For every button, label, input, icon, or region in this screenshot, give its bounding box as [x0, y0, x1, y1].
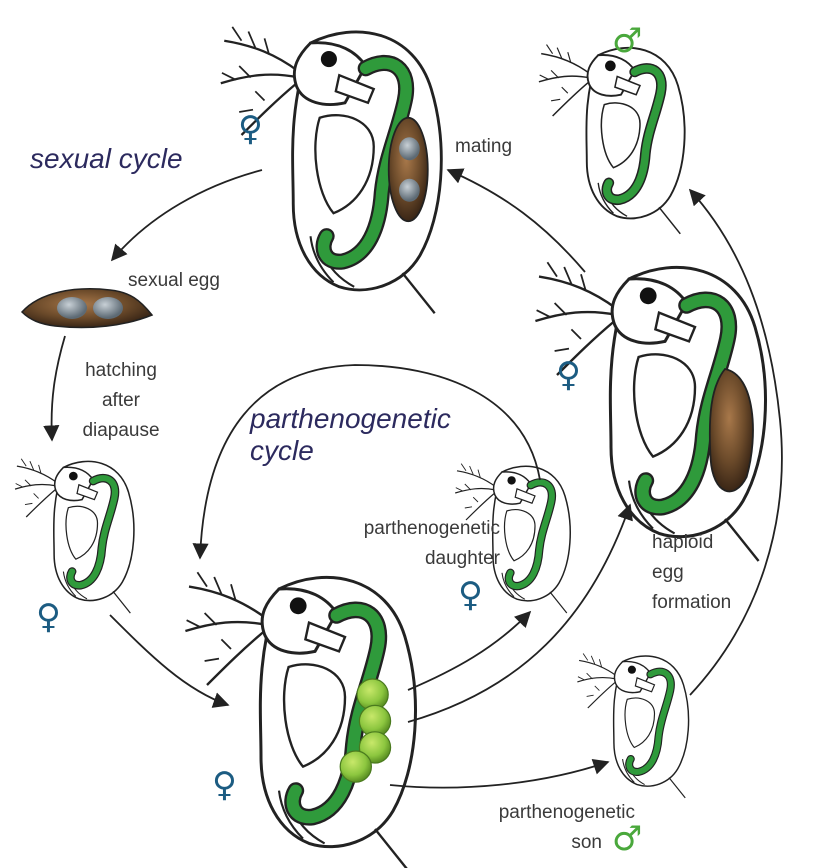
haploid-label-line3: formation — [652, 592, 732, 613]
parthenogenetic-son-daphnia — [577, 653, 688, 797]
hatched-female-daphnia — [15, 459, 134, 613]
arrow-to-son — [389, 758, 610, 789]
female-symbol-icon: ♀ — [458, 575, 483, 615]
arrow-parthenogenetic-loop — [192, 364, 541, 560]
female-symbol-icon: ♀ — [556, 355, 581, 395]
sexual-egg-ephippium — [20, 288, 154, 329]
parthenogenetic-cycle-title-line2: cycle — [250, 435, 314, 466]
female-symbol-icon: ♀ — [36, 597, 61, 637]
male-daphnia-top — [539, 45, 685, 234]
mating-label: mating — [455, 136, 513, 157]
sexual-cycle-title: sexual cycle — [30, 143, 183, 174]
son-label-line2: son — [571, 832, 602, 853]
male-symbol-icon: ♂ — [612, 819, 643, 859]
arrow-to-parthenogenetic-female — [109, 614, 230, 708]
hatching-label-line1: hatching — [85, 360, 157, 381]
arrow-to-sexual-egg — [110, 169, 263, 262]
haploid-label-line2: egg — [652, 562, 684, 583]
parthenogenetic-female-daphnia — [185, 572, 415, 868]
arrow-mating — [446, 168, 586, 273]
daughter-label-line1: parthenogenetic — [363, 518, 500, 539]
male-symbol-icon: ♂ — [612, 21, 643, 61]
sexual-female-daphnia — [221, 27, 441, 313]
arrow-son-to-male — [688, 188, 783, 696]
hatching-label-line2: after — [101, 390, 141, 411]
arrow-to-haploid-female — [407, 503, 633, 723]
hatching-label-line3: diapause — [82, 420, 160, 441]
sexual-egg-label: sexual egg — [128, 270, 220, 291]
daughter-label-line2: daughter — [424, 548, 500, 569]
haploid-egg-female-daphnia — [535, 262, 765, 561]
arrow-hatching — [43, 335, 66, 442]
son-label-line1: parthenogenetic — [498, 802, 635, 823]
arrow-to-daughter — [407, 610, 532, 691]
parthenogenetic-cycle-title-line1: parthenogenetic — [250, 403, 451, 434]
haploid-label-line1: haploid — [652, 532, 714, 553]
female-symbol-icon: ♀ — [238, 109, 263, 149]
female-symbol-icon: ♀ — [212, 765, 237, 805]
